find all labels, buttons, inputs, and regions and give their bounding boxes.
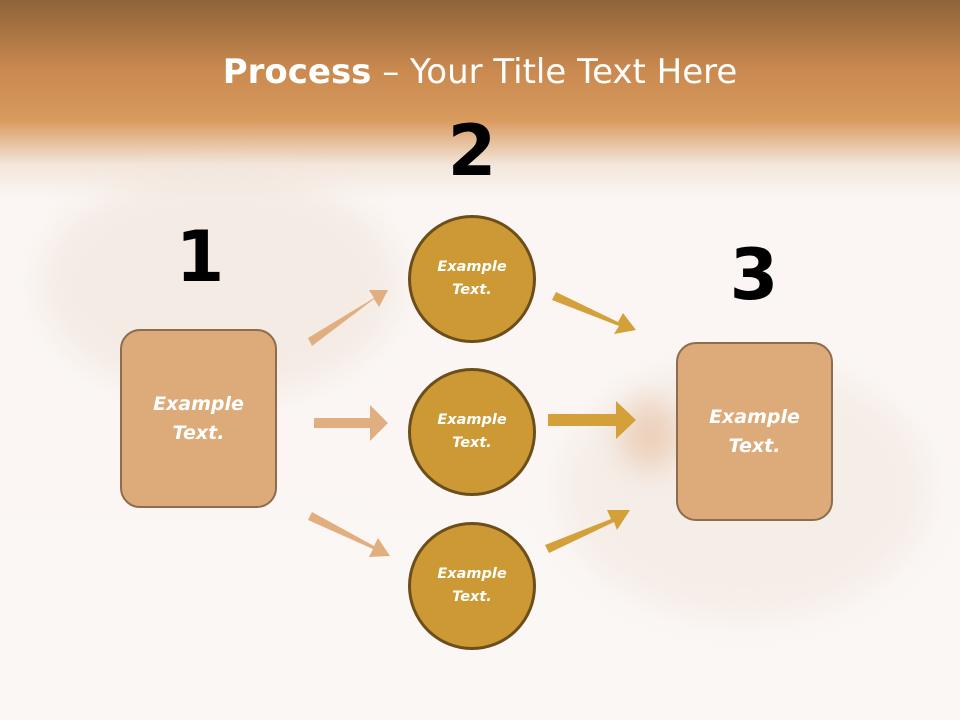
step-1-box: Example Text.: [120, 329, 277, 508]
step-2-circle-top: Example Text.: [408, 215, 536, 343]
step-3-box: Example Text.: [676, 342, 833, 521]
step-2-circle-middle: Example Text.: [408, 368, 536, 496]
circle-middle-label-line1: Example: [437, 412, 507, 428]
arrow-to-top-circle: [308, 290, 388, 346]
step-3-label-line2: Text.: [728, 434, 781, 457]
arrow-from-middle-circle: [548, 401, 636, 439]
slide-title: Process – Your Title Text Here: [0, 52, 960, 92]
step-number-3: 3: [729, 234, 779, 316]
arrow-from-top-circle: [552, 292, 636, 334]
background-shape: [620, 400, 680, 470]
arrow-to-bottom-circle: [308, 512, 390, 557]
title-rest: – Your Title Text Here: [371, 52, 738, 92]
title-bold: Process: [222, 52, 372, 92]
step-number-2: 2: [447, 110, 497, 192]
step-2-circle-bottom: Example Text.: [408, 522, 536, 650]
circle-top-label-line1: Example: [437, 259, 507, 275]
step-1-label-line1: Example: [153, 392, 244, 415]
arrow-from-bottom-circle: [545, 510, 630, 553]
circle-top-label-line2: Text.: [452, 282, 492, 298]
circle-bottom-label-line2: Text.: [452, 589, 492, 605]
arrow-to-middle-circle: [314, 405, 388, 441]
step-1-label-line2: Text.: [172, 421, 225, 444]
step-number-1: 1: [175, 216, 225, 298]
step-3-label-line1: Example: [709, 405, 800, 428]
circle-bottom-label-line1: Example: [437, 566, 507, 582]
circle-middle-label-line2: Text.: [452, 435, 492, 451]
